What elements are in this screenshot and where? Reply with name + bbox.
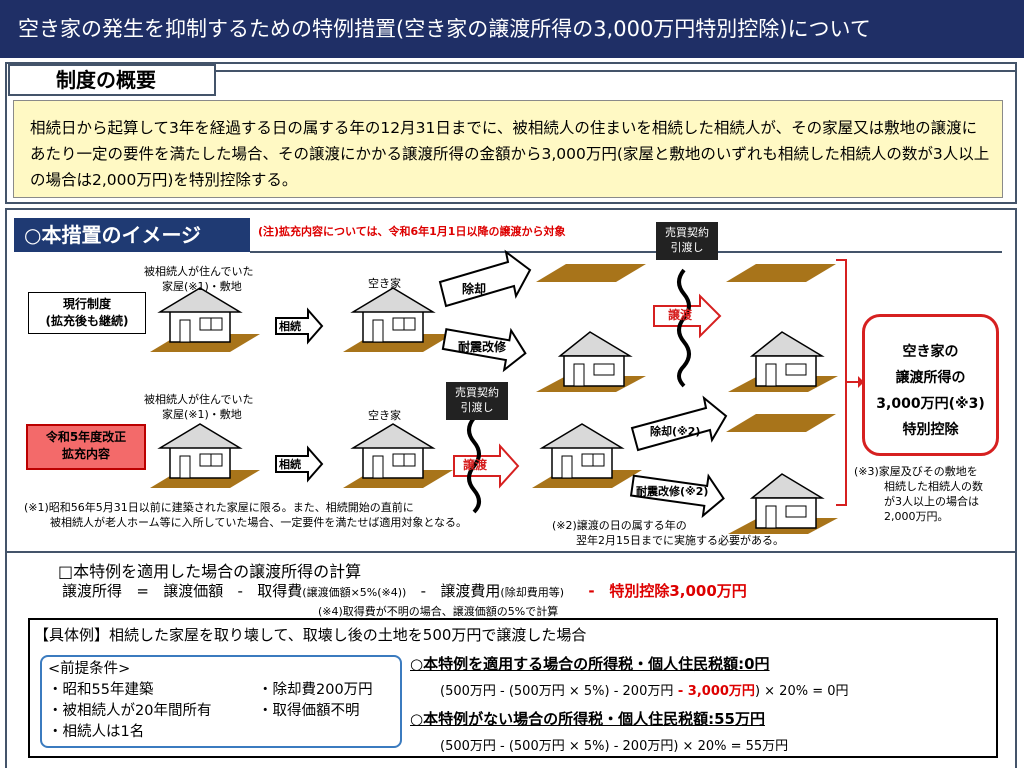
overview-tab: 制度の概要	[8, 64, 216, 96]
expanded-house-caption: 被相続人が住んでいた 家屋(※1)・敷地	[144, 393, 254, 421]
calculation-formula: 譲渡所得 = 譲渡価額 - 取得費(譲渡価額×5%(※4)) - 譲渡費用(除却…	[62, 582, 747, 600]
footnote-3: (※3)家屋及びその敷地を 相続した相続人の数 が3人以上の場合は 2,000万…	[854, 465, 983, 523]
current-contract-box: 売買契約 引渡し	[656, 222, 718, 260]
footnote-1: (※1)昭和56年5月31日以前に建築された家屋に限る。また、相続開始の直前に …	[24, 501, 468, 529]
result-box: 空き家の 譲渡所得の 3,000万円(※3) 特別控除	[862, 314, 999, 456]
calculation-title: □本特例を適用した場合の譲渡所得の計算	[58, 562, 362, 581]
premise-item: ・除却費200万円	[258, 682, 373, 698]
premise-item: ・相続人は1名	[48, 724, 145, 740]
overview-text: 相続日から起算して3年を経過する日の属する年の12月31日までに、被相続人の住ま…	[13, 100, 1003, 198]
overview-frame	[5, 62, 1017, 204]
current-demolish-label: 除却	[462, 282, 487, 296]
overview-divider	[216, 70, 1016, 72]
with-special-title: ○本特例を適用する場合の所得税・個人住民税額:0円	[410, 655, 770, 673]
premise-item: ・取得価額不明	[258, 703, 360, 719]
expanded-transfer-label: 譲渡	[463, 458, 488, 472]
with-special-calc: (500万円 - (500万円 × 5%) - 200万円 - 3,000万円)…	[440, 684, 849, 699]
footnote-2: (※2)譲渡の日の属する年の 翌年2月15日までに実施する必要がある。	[552, 519, 784, 547]
expanded-label: 令和5年度改正 拡充内容	[26, 424, 146, 470]
expanded-vacant-caption: 空き家	[368, 409, 401, 422]
calculation-note: (※4)取得費が不明の場合、譲渡価額の5%で計算	[318, 605, 559, 618]
image-tab-divider	[250, 251, 1002, 253]
current-transfer-label: 譲渡	[668, 308, 693, 322]
premise-box: <前提条件> ・昭和55年建築 ・除却費200万円 ・被相続人が20年間所有 ・…	[40, 655, 402, 748]
current-system-label: 現行制度 (拡充後も継続)	[28, 292, 146, 334]
calculation-frame	[5, 553, 1017, 768]
current-renovate-label: 耐震改修	[458, 340, 507, 354]
expanded-renovate-label: 耐震改修(※2)	[636, 485, 709, 498]
premise-item: ・昭和55年建築	[48, 682, 154, 698]
premise-item: ・被相続人が20年間所有	[48, 703, 212, 719]
expanded-demolish-label: 除却(※2)	[650, 425, 701, 438]
current-vacant-caption: 空き家	[368, 277, 401, 290]
without-special-title: ○本特例がない場合の所得税・個人住民税額:55万円	[410, 710, 765, 728]
current-house-caption: 被相続人が住んでいた 家屋(※1)・敷地	[144, 265, 254, 293]
expanded-contract-box: 売買契約 引渡し	[446, 382, 508, 420]
without-special-calc: (500万円 - (500万円 × 5%) - 200万円) × 20% = 5…	[440, 739, 789, 754]
page-title: 空き家の発生を抑制するための特例措置(空き家の譲渡所得の3,000万円特別控除)…	[0, 0, 1024, 58]
expanded-inherit-label: 相続	[279, 458, 301, 471]
image-frame	[5, 208, 1017, 553]
current-inherit-label: 相続	[279, 320, 301, 333]
example-title: 【具体例】相続した家屋を取り壊して、取壊し後の土地を500万円で譲渡した場合	[34, 626, 587, 644]
image-tab: ○本措置のイメージ	[14, 218, 250, 252]
example-box	[28, 618, 998, 758]
expansion-note: (注)拡充内容については、令和6年1月1日以降の譲渡から対象	[258, 225, 566, 238]
